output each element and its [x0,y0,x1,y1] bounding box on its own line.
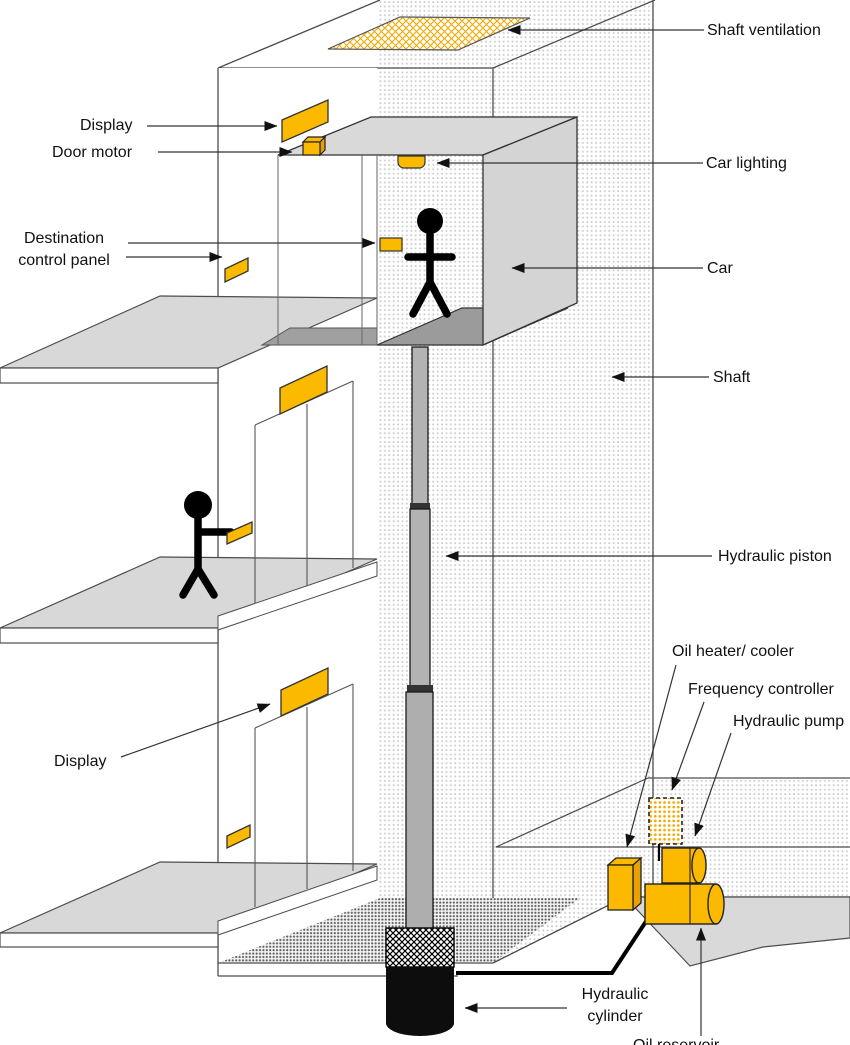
landing-doors-bottom [254,683,354,907]
building-front-wall [218,68,377,963]
elevator-car [277,116,578,347]
cylinder-packing [385,927,455,968]
floor-slab-top [0,295,378,384]
label-oil-heater-cooler: Oil heater/ cooler [672,643,794,660]
label-destination-line1: Destination [23,230,105,247]
hydraulic-pump [644,847,725,925]
car-display [281,99,329,143]
machine-platform-edges [495,777,850,848]
floor-slab-bottom [0,861,378,948]
label-hydraulic-pump: Hydraulic pump [733,713,845,730]
car-door-frame-lines [277,155,378,345]
hall-display-middle [279,364,328,416]
frequency-controller-box [648,797,683,861]
destination-panel-top [224,256,249,284]
shaft-ventilation-grille [327,16,531,51]
oil-reservoir-cylinder [644,883,716,925]
destination-panel-middle [226,521,253,545]
label-display-bottom: Display [54,753,107,770]
leader-display-bottom [120,703,271,758]
label-shaft: Shaft [713,369,751,386]
leader-frequency-controller [671,701,705,791]
label-shaft-ventilation: Shaft ventilation [707,22,821,39]
stick-figure-passenger [404,208,456,318]
label-car-lighting: Car lighting [706,155,787,172]
car-control-panel [379,237,403,252]
label-hydraulic-cylinder-line1: Hydraulic [581,986,649,1003]
label-destination-control-panel: Destination control panel [0,228,128,272]
destination-panel-bottom [226,823,251,850]
label-destination-line2: control panel [18,252,110,269]
label-hydraulic-cylinder: Hydraulic cylinder [551,984,679,1028]
label-oil-reservoir: Oil reservoir [633,1036,719,1045]
leader-oil-heater [625,664,677,848]
label-door-motor: Door motor [52,144,133,161]
hydraulic-piston [405,346,434,932]
hydraulic-cylinder [386,967,454,1036]
hall-display-bottom [280,666,329,718]
label-car: Car [707,260,733,277]
door-motor-box [301,135,327,157]
car-right-wall [482,116,578,347]
label-hydraulic-cylinder-line2: cylinder [587,1008,643,1025]
leader-hydraulic-pump [694,732,732,837]
oil-heater-cooler-box [606,856,643,912]
leader-lines [120,25,732,1036]
label-display-top: Display [80,117,133,134]
label-frequency-controller: Frequency controller [688,681,834,698]
stick-figure-waiting [179,491,235,599]
car-lighting-fixture [397,155,426,169]
label-hydraulic-piston: Hydraulic piston [718,548,832,565]
